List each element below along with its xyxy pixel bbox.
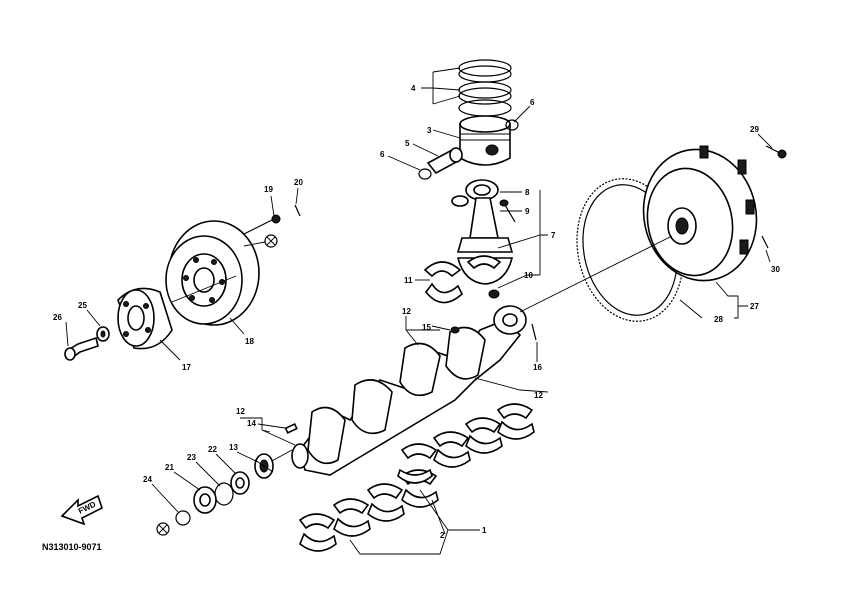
- piston-rings: [458, 59, 512, 117]
- callout-1: 1: [482, 526, 487, 535]
- callout-14: 14: [247, 419, 256, 428]
- vibration-damper: [165, 220, 260, 326]
- callout-7: 7: [551, 231, 556, 240]
- callout-labels: 4 3 6 5 6 8 9 7 10 11 12 15 16 12 12 14 …: [53, 84, 780, 540]
- main-bearing-shells-upper: [400, 403, 535, 468]
- seal-and-spacer-parts: [175, 471, 250, 526]
- rod-nut: [488, 289, 500, 299]
- damper-pin: [294, 204, 301, 217]
- rod-bearing-shells: [423, 255, 502, 304]
- callout-19: 19: [264, 185, 273, 194]
- piston-pin-clip-right: [505, 119, 519, 131]
- callout-24: 24: [143, 475, 152, 484]
- callout-22: 22: [208, 445, 217, 454]
- callout-13: 13: [229, 443, 238, 452]
- crankshaft-gear: [254, 453, 274, 479]
- callout-23: 23: [187, 453, 196, 462]
- callout-18: 18: [245, 337, 254, 346]
- flywheel: [642, 145, 758, 282]
- callout-20: 20: [294, 178, 303, 187]
- main-bearing-shells-lower: [298, 469, 439, 552]
- callout-3: 3: [427, 126, 432, 135]
- damper-do-not-reuse-marker: [243, 234, 278, 248]
- callout-26: 26: [53, 313, 62, 322]
- rod-bolt: [499, 199, 516, 223]
- piston: [459, 115, 511, 166]
- thrust-washers: [397, 468, 433, 484]
- callout-29: 29: [750, 125, 759, 134]
- piston-pin-clip-left: [418, 168, 432, 180]
- callout-30: 30: [771, 265, 780, 274]
- callout-8: 8: [525, 188, 530, 197]
- callout-28: 28: [714, 315, 723, 324]
- crankshaft: [269, 305, 527, 476]
- callout-4: 4: [411, 84, 416, 93]
- reference-code: N313010-9071: [42, 542, 102, 552]
- callout-12-upper: 12: [402, 307, 411, 316]
- connecting-rod: [451, 179, 514, 285]
- key: [284, 423, 298, 434]
- callout-2: 2: [440, 531, 445, 540]
- callout-25: 25: [78, 301, 87, 310]
- do-not-reuse-marker: [156, 522, 170, 536]
- callout-21: 21: [165, 463, 174, 472]
- callout-6-right: 6: [530, 98, 535, 107]
- callout-12-right: 12: [534, 391, 543, 400]
- callout-15: 15: [422, 323, 431, 332]
- assembly-lines: [171, 235, 673, 313]
- flywheel-bolt: [765, 145, 787, 159]
- damper-bolt: [243, 214, 281, 235]
- pulley-washer: [96, 326, 110, 342]
- callout-5: 5: [405, 139, 410, 148]
- crankshaft-pulley-hub: [117, 287, 173, 350]
- leader-lines: [65, 67, 773, 555]
- callout-9: 9: [525, 207, 530, 216]
- callout-16: 16: [533, 363, 542, 372]
- callout-11: 11: [404, 276, 413, 285]
- callout-10: 10: [524, 271, 533, 280]
- fwd-arrow-icon: FWD: [60, 494, 103, 526]
- callout-17: 17: [182, 363, 191, 372]
- crankshaft-pin: [450, 323, 537, 341]
- pulley-bolt: [64, 336, 99, 361]
- callout-12-lower: 12: [236, 407, 245, 416]
- piston-pin: [426, 147, 463, 175]
- callout-27: 27: [750, 302, 759, 311]
- callout-6-left: 6: [380, 150, 385, 159]
- flywheel-pin: [761, 235, 769, 249]
